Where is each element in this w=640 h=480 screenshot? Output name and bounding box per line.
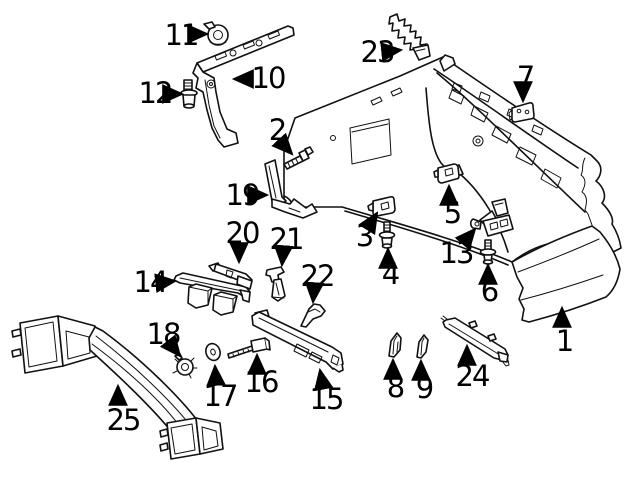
- callout-22-number[interactable]: 22: [301, 259, 336, 293]
- callout-16-number[interactable]: 16: [245, 365, 280, 399]
- callout-23-arrow: [380, 42, 404, 62]
- callout-15[interactable]: 15: [310, 367, 345, 416]
- callout-21-arrow: [273, 244, 294, 268]
- callout-23[interactable]: 23: [361, 35, 404, 69]
- callout-20-number[interactable]: 20: [226, 216, 261, 250]
- callout-17[interactable]: 17: [204, 363, 239, 413]
- callout-7-number[interactable]: 7: [517, 60, 535, 94]
- callout-16[interactable]: 16: [245, 352, 280, 399]
- part-8-clip-drawing: [388, 332, 402, 358]
- callout-5-number[interactable]: 5: [444, 196, 462, 230]
- part-25-impact-bar-drawing: [11, 315, 224, 460]
- part-10-bracket-drawing: [192, 25, 295, 148]
- callout-3-number[interactable]: 3: [356, 219, 375, 253]
- part-19-bracket-drawing: [264, 159, 318, 219]
- part-13-bracket-drawing: [469, 198, 514, 237]
- callout-12-number[interactable]: 12: [139, 76, 174, 110]
- callout-7[interactable]: 7: [513, 60, 535, 104]
- callout-13[interactable]: 13: [440, 227, 477, 270]
- callout-11-number[interactable]: 11: [165, 18, 200, 52]
- callout-17-arrow: [206, 363, 226, 387]
- callout-3[interactable]: 3: [356, 211, 379, 253]
- callout-18[interactable]: 18: [147, 317, 182, 358]
- callout-24[interactable]: 24: [456, 343, 491, 393]
- callout-13-arrow: [454, 227, 477, 251]
- callout-20[interactable]: 20: [226, 216, 261, 265]
- callout-17-number[interactable]: 17: [204, 379, 239, 413]
- callout-3-arrow: [358, 211, 379, 236]
- part-16-bolt-drawing: [227, 337, 271, 359]
- callout-21-number[interactable]: 21: [270, 222, 305, 256]
- part-20-bracket-drawing: [208, 262, 253, 290]
- part-21-bracket-drawing: [265, 266, 286, 302]
- callout-2-number[interactable]: 2: [269, 113, 287, 147]
- callout-12[interactable]: 12: [139, 76, 185, 110]
- part-1-corner-panel-drawing: [511, 225, 621, 323]
- callout-24-number[interactable]: 24: [456, 359, 491, 393]
- callout-21[interactable]: 21: [270, 222, 305, 268]
- callout-22-arrow: [304, 281, 325, 305]
- callout-6-number[interactable]: 6: [481, 274, 500, 308]
- part-22-bracket-drawing: [300, 303, 326, 328]
- callout-22[interactable]: 22: [301, 259, 336, 305]
- callout-8-number[interactable]: 8: [387, 370, 406, 404]
- callout-8[interactable]: 8: [383, 357, 406, 404]
- callout-1[interactable]: 1: [552, 305, 574, 358]
- callout-10[interactable]: 10: [231, 61, 287, 95]
- callout-11[interactable]: 11: [165, 18, 210, 52]
- callout-23-number[interactable]: 23: [361, 35, 396, 69]
- part-15-rail-drawing: [251, 309, 344, 373]
- part-1-bumper-cover-drawing: [283, 54, 622, 266]
- callout-10-number[interactable]: 10: [252, 61, 287, 95]
- part-9-clip-drawing: [416, 334, 429, 359]
- callout-14-arrow: [154, 273, 178, 294]
- callout-13-number[interactable]: 13: [440, 236, 475, 270]
- callout-14-number[interactable]: 14: [134, 265, 169, 299]
- callout-9[interactable]: 9: [411, 358, 435, 405]
- callout-15-number[interactable]: 15: [310, 382, 345, 416]
- part-17-washer-drawing: [205, 342, 221, 362]
- callout-4-number[interactable]: 4: [382, 257, 401, 291]
- callout-18-arrow: [159, 334, 182, 358]
- callout-9-number[interactable]: 9: [416, 371, 435, 405]
- callout-1-number[interactable]: 1: [556, 324, 574, 358]
- callout-19-number[interactable]: 19: [226, 178, 261, 212]
- part-23-bracket-drawing: [388, 13, 431, 61]
- part-24-trim-strip-drawing: [440, 315, 510, 367]
- part-4-screw-drawing: [378, 221, 396, 249]
- callout-14[interactable]: 14: [134, 265, 178, 299]
- part-12-screw-drawing: [180, 79, 198, 109]
- part-11-nut-drawing: [203, 21, 229, 46]
- callout-4[interactable]: 4: [378, 246, 401, 291]
- part-18-grommet-drawing: [172, 353, 198, 379]
- part-3-clip-drawing: [367, 196, 396, 217]
- callout-18-number[interactable]: 18: [147, 317, 182, 351]
- callout-6[interactable]: 6: [478, 262, 500, 308]
- callout-25-number[interactable]: 25: [107, 403, 142, 437]
- callout-19[interactable]: 19: [226, 178, 270, 212]
- callout-5[interactable]: 5: [439, 183, 462, 230]
- callout-2[interactable]: 2: [269, 113, 294, 156]
- callout-25[interactable]: 25: [107, 383, 142, 437]
- callout-15-arrow: [313, 367, 334, 392]
- part-2-screw-drawing: [283, 146, 314, 170]
- part-5-clip-drawing: [433, 163, 460, 184]
- callout-2-arrow: [271, 132, 294, 156]
